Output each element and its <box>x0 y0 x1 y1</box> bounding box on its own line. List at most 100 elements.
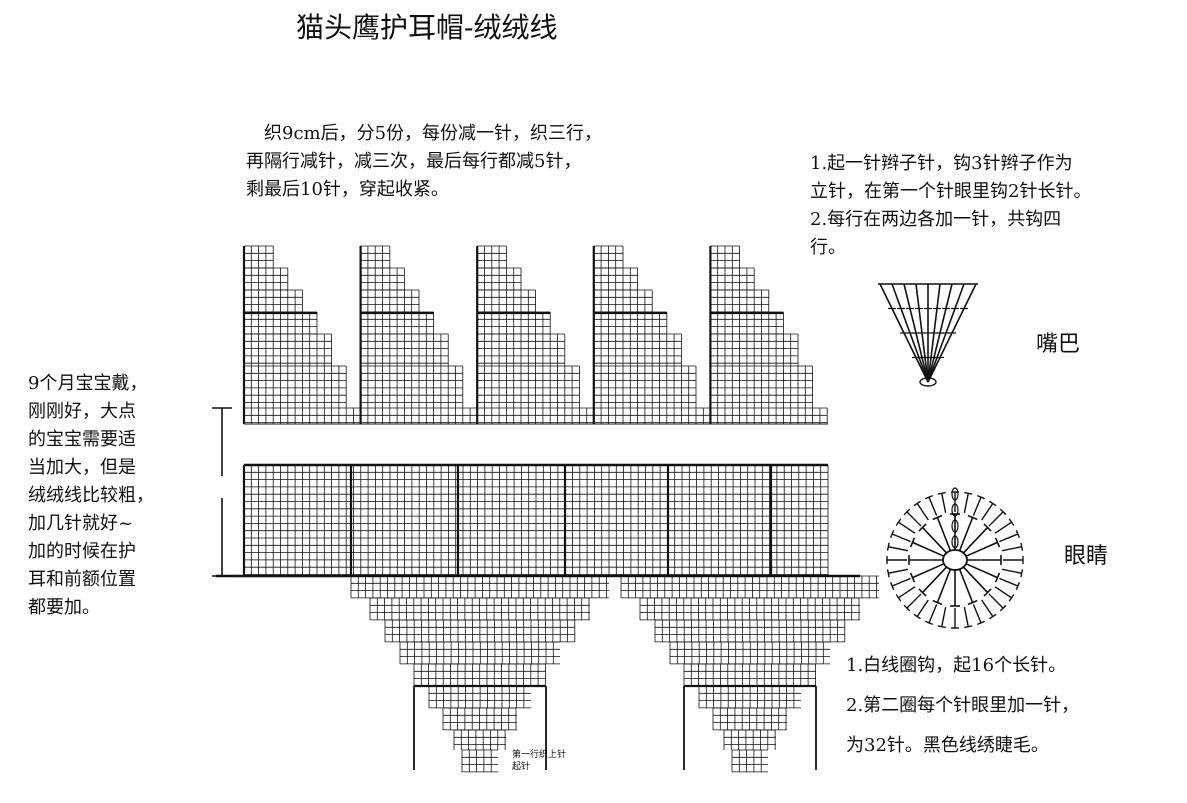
stitch-symbol <box>962 566 989 594</box>
stitch-symbol <box>958 568 974 603</box>
page-title: 猫头鹰护耳帽-绒绒线 <box>296 11 558 44</box>
size-note-line: 都要加。 <box>28 597 100 618</box>
stitch-cap <box>909 537 916 548</box>
size-note-line: 耳和前额位置 <box>28 569 136 590</box>
stitch-cap <box>989 613 997 620</box>
stitch-cap <box>909 572 916 583</box>
stitch-cap <box>937 491 946 495</box>
mouth-instruction-line: 2.每行在两边各加一针，共钩四 <box>810 209 1062 230</box>
stitch-cap <box>964 491 973 495</box>
stitch-cap <box>967 514 978 521</box>
stitch-cap <box>1008 518 1015 526</box>
stitch-symbol <box>891 533 911 543</box>
stitch-cap <box>977 494 985 500</box>
stitch-symbol <box>912 563 945 579</box>
stitch-cap <box>937 625 946 629</box>
crown-section <box>242 245 362 424</box>
stitch-cap <box>994 537 1001 548</box>
stitch-cap <box>964 625 973 629</box>
stitch-cap <box>1015 530 1021 538</box>
stitch-cap <box>913 613 921 620</box>
eye-instruction-line: 2.第二圈每个针眼里加一针， <box>846 695 1080 716</box>
stitch-symbol <box>906 593 922 609</box>
stitch-symbol <box>972 604 982 624</box>
stitch-cap <box>918 588 927 597</box>
size-note-line: 9个月宝宝戴， <box>28 373 148 394</box>
crown-instruction-line: 织9cm后，分5份，每份减一针，织三行， <box>264 123 603 144</box>
crown-instruction-line: 再隔行减针，减三次，最后每行都减5针， <box>246 151 582 172</box>
height-dimension-marker <box>196 407 240 577</box>
mouth-instructions: 1.起一针辫子针，钩3针辫子作为 立针，在第一个针眼里钩2针长针。 2.每行在两… <box>810 150 1091 262</box>
size-note-line: 加的时候在护 <box>28 541 136 562</box>
stitch-symbol <box>921 526 948 554</box>
stitch-cap <box>1020 569 1024 578</box>
stitch-symbol <box>999 577 1019 587</box>
chain-loop <box>951 535 959 549</box>
stitch-symbol <box>981 503 994 521</box>
stitch-symbol <box>963 493 969 514</box>
stitch-symbol <box>965 563 998 579</box>
stitch-symbol <box>912 541 945 557</box>
dimension-label-bg <box>196 476 240 498</box>
ear-flap-chart <box>350 575 879 773</box>
stitch-cap <box>886 542 890 551</box>
stitch-cap <box>889 582 895 590</box>
stitch-symbol <box>928 496 938 516</box>
chain-loop <box>951 487 959 501</box>
stitch-cap <box>886 569 890 578</box>
chain-loop <box>919 377 937 387</box>
size-note-line: 刚刚好，大点 <box>28 401 136 422</box>
stitch-symbol <box>981 599 994 617</box>
stitch-symbol <box>999 533 1019 543</box>
stitch-cap <box>903 508 911 516</box>
stitch-cap <box>989 500 997 507</box>
stitch-symbol <box>1001 568 1022 574</box>
eye-instructions: 1.白线圈钩，起16个长针。 2.第二圈每个针眼里加一针， 为32针。黑色线绣睫… <box>846 652 1079 772</box>
stitch-cap <box>1008 594 1015 602</box>
stitch-symbol <box>941 606 947 627</box>
eye-crochet-symbol <box>886 487 1024 629</box>
stitch-cap <box>932 514 943 521</box>
stitch-symbol <box>965 541 998 557</box>
eye-instruction-line: 为32针。黑色线绣睫毛。 <box>846 735 1049 756</box>
stitch-symbol <box>962 526 989 554</box>
crown-decrease-chart <box>242 245 828 425</box>
stitch-cap <box>999 604 1007 612</box>
stitch-cap <box>918 523 927 532</box>
cast-on-note-line: 第一行织上针 <box>512 750 567 760</box>
chain-loop <box>951 519 959 533</box>
stitch-cap <box>895 594 902 602</box>
cast-on-note-line: 起针 <box>512 762 531 772</box>
stitch-cap <box>932 599 943 606</box>
eye-label: 眼睛 <box>1064 544 1109 569</box>
stitch-cap <box>977 620 985 626</box>
stitch-symbol <box>916 503 929 521</box>
mouth-instruction-line: 立针，在第一个针眼里钩2针长针。 <box>810 181 1092 202</box>
stitch-cap <box>889 530 895 538</box>
ear-flap <box>620 575 879 773</box>
stitch-cap <box>895 518 902 526</box>
crown-section <box>709 245 828 424</box>
stitch-cap <box>999 508 1007 516</box>
mouth-instruction-line: 行。 <box>810 237 846 258</box>
stitch-cap <box>913 500 921 507</box>
stitch-symbol <box>1001 546 1022 552</box>
stitch-symbol <box>898 521 916 534</box>
hat-body-chart <box>216 463 860 578</box>
eye-instruction-line: 1.白线圈钩，起16个长针。 <box>846 655 1067 676</box>
stitch-cap <box>1020 542 1024 551</box>
stitch-symbol <box>963 606 969 627</box>
stitch-symbol <box>972 496 982 516</box>
mouth-crochet-symbol <box>878 283 978 387</box>
stitch-cap <box>983 523 992 532</box>
stitch-cap <box>925 494 933 500</box>
stitch-symbol <box>936 568 952 603</box>
stitch-symbol <box>898 586 916 599</box>
stitch-cap <box>994 572 1001 583</box>
crown-section <box>359 245 478 424</box>
stitch-symbol <box>994 586 1012 599</box>
stitch-symbol <box>891 577 911 587</box>
cast-on-note: 第一行织上针 起针 <box>512 749 566 773</box>
stitch-cap <box>925 620 933 626</box>
stitch-cap <box>903 604 911 612</box>
